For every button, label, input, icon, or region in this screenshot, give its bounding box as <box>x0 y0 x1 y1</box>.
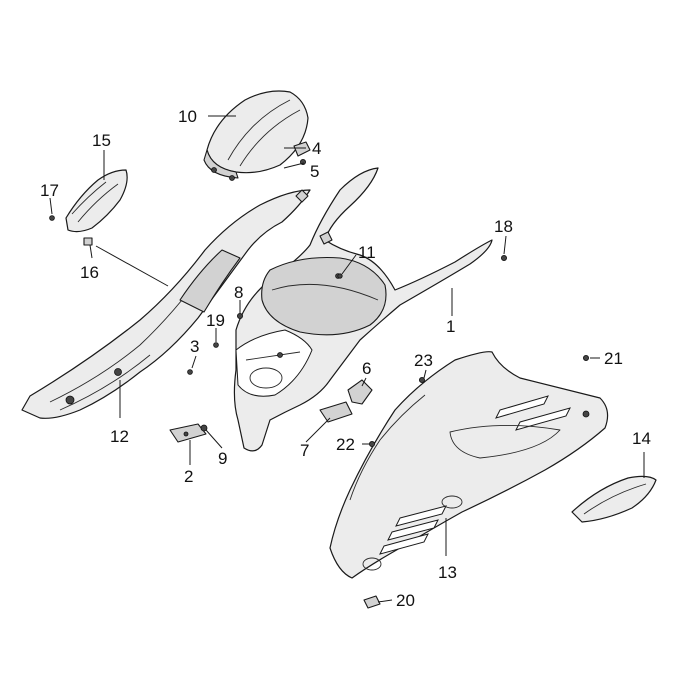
part-18-screw <box>500 254 507 261</box>
part-7-bracket <box>319 401 353 423</box>
part-22-screw <box>368 440 375 447</box>
part-14-rear-cover <box>571 475 657 523</box>
leader-20 <box>377 599 393 603</box>
callout-13: 13 <box>438 563 457 582</box>
part-13-floorboard <box>329 351 609 579</box>
part-15-side-cover <box>65 169 128 233</box>
leader-16 <box>89 244 93 259</box>
part-10-cover <box>203 90 309 181</box>
leader-6 <box>361 377 367 387</box>
leader-3 <box>191 355 197 369</box>
callout-7: 7 <box>300 441 309 460</box>
callout-11: 11 <box>358 243 376 262</box>
callout-4: 4 <box>312 139 321 158</box>
callout-18: 18 <box>494 217 513 236</box>
part-2-bracket <box>169 423 207 443</box>
part-12-inner-panel <box>21 189 311 419</box>
leader-23 <box>423 369 427 379</box>
part-16-clip <box>83 237 93 246</box>
callout-5: 5 <box>310 162 319 181</box>
leader-9 <box>205 429 223 449</box>
part-21-screw <box>583 354 590 361</box>
leader-16-long <box>95 245 169 287</box>
callout-22: 22 <box>336 435 355 454</box>
callout-19: 19 <box>206 311 225 330</box>
leader-7 <box>305 417 331 443</box>
part-8-screw <box>236 312 243 319</box>
part-1-main-body <box>233 167 493 452</box>
leader-18 <box>503 235 507 255</box>
part-11-rivet <box>337 273 343 279</box>
leader-17 <box>49 197 53 215</box>
part-20-clip <box>363 595 381 609</box>
part-6-bracket <box>347 379 373 405</box>
part-4-clip <box>293 141 311 157</box>
callout-21: 21 <box>604 349 623 368</box>
part-9-washer <box>200 424 208 432</box>
callout-23: 23 <box>414 351 433 370</box>
callout-14: 14 <box>632 429 651 448</box>
part-3-screw <box>187 369 193 375</box>
callout-3: 3 <box>190 337 199 356</box>
part-17-screw <box>49 215 55 221</box>
callout-17: 17 <box>40 181 59 200</box>
callout-2: 2 <box>184 467 193 486</box>
callout-6: 6 <box>362 359 371 378</box>
leader-11 <box>341 254 357 275</box>
part-23-screw <box>418 376 425 383</box>
callout-15: 15 <box>92 131 111 150</box>
leader-5 <box>283 162 305 169</box>
callout-8: 8 <box>234 283 243 302</box>
callout-10: 10 <box>178 107 197 126</box>
callout-16: 16 <box>80 263 99 282</box>
callout-labels: 1 2 3 4 5 6 7 8 9 10 11 12 13 14 15 16 1… <box>40 107 651 610</box>
callout-20: 20 <box>396 591 415 610</box>
leader-lines <box>49 115 645 603</box>
callout-1: 1 <box>446 317 455 336</box>
callout-12: 12 <box>110 427 129 446</box>
part-19-screw <box>213 342 219 348</box>
callout-9: 9 <box>218 449 227 468</box>
